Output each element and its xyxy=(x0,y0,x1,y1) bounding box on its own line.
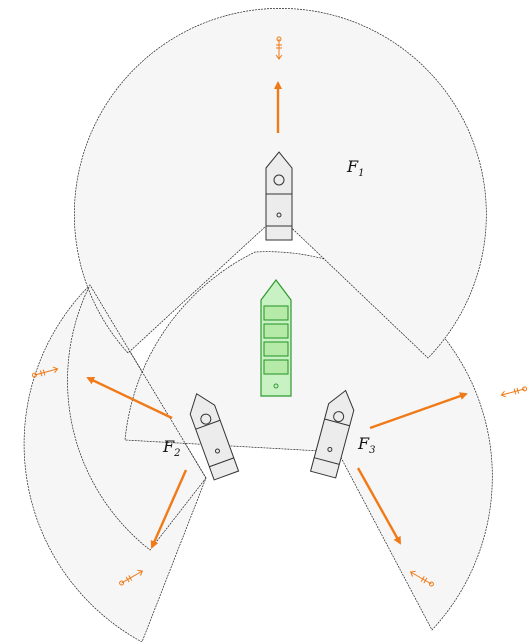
sector-f2-overlay xyxy=(67,284,207,551)
torpedo-icon-west xyxy=(31,366,59,378)
arrow-f3-east xyxy=(369,392,468,430)
arrow-f2-west xyxy=(86,376,173,420)
ship-f1 xyxy=(265,151,293,241)
label-f3: F3 xyxy=(357,434,375,456)
label-f1: F1 xyxy=(346,157,364,179)
label-f2: F2 xyxy=(162,437,180,459)
arrow-f3-southeast xyxy=(356,467,402,545)
arrow-f2-southwest xyxy=(150,469,188,549)
torpedo-icon-east xyxy=(500,386,528,398)
escort-ship xyxy=(260,279,292,397)
torpedo-icon-southwest xyxy=(119,569,144,586)
sector-f2 xyxy=(23,284,207,642)
torpedo-icon-north xyxy=(275,36,283,60)
ship-f3 xyxy=(309,389,355,479)
torpedo-icon-southeast xyxy=(409,570,434,587)
ship-f2 xyxy=(189,392,240,481)
